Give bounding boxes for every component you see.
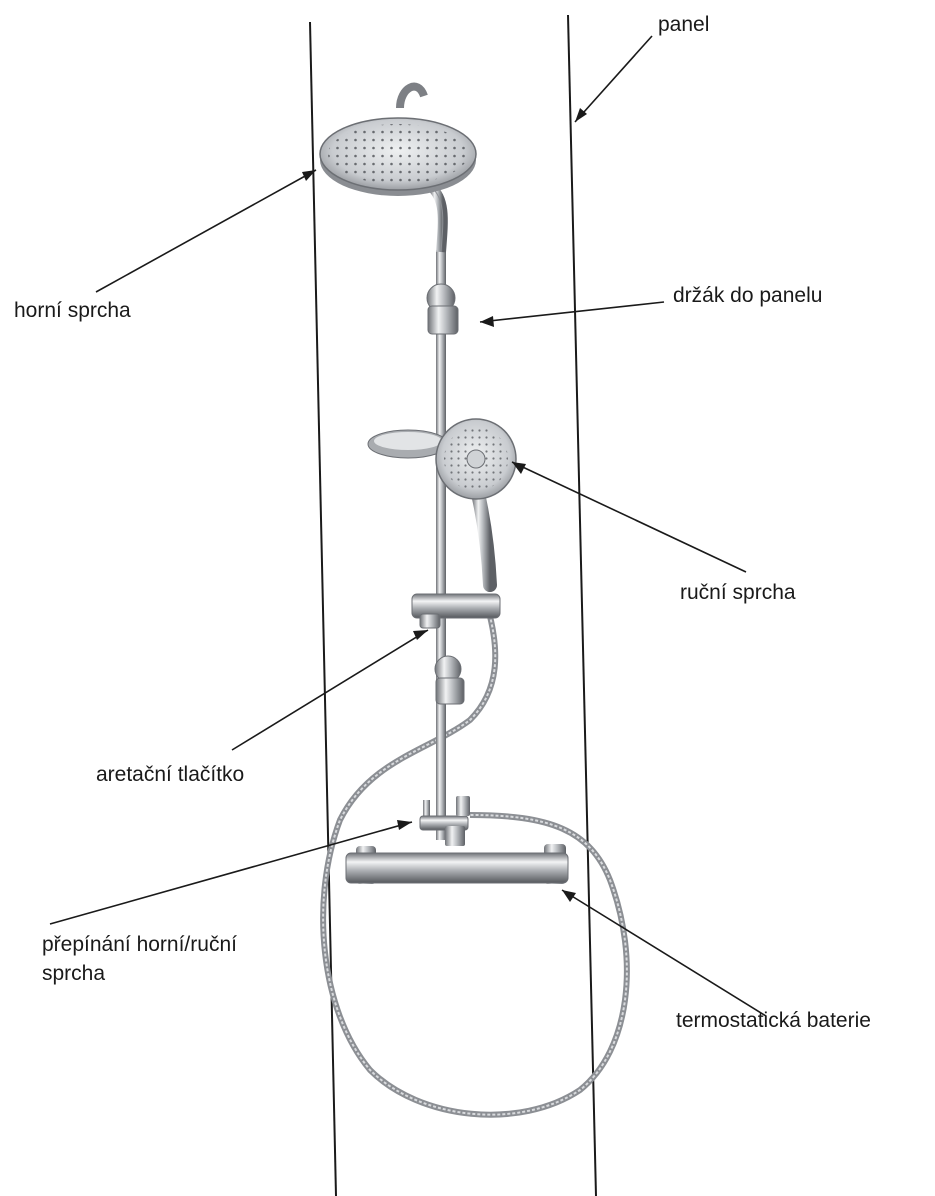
- label-prepinani-line2: sprcha: [42, 959, 237, 988]
- label-rucni-sprcha: ruční sprcha: [680, 578, 796, 607]
- label-prepinani: přepínání horní/ruční sprcha: [42, 930, 237, 988]
- panel-holder: [427, 284, 458, 334]
- label-drzak-do-panelu: držák do panelu: [673, 281, 822, 310]
- panel-edge-left: [310, 22, 336, 1196]
- leader-panel: [575, 36, 652, 122]
- label-horni-sprcha: horní sprcha: [14, 296, 131, 325]
- leader-termostaticka: [562, 890, 766, 1016]
- arrowhead-termostaticka: [562, 890, 576, 902]
- leader-rucni-sprcha: [512, 462, 746, 572]
- head-arm: [400, 87, 424, 108]
- label-aretacni-tlacitko: aretační tlačítko: [96, 760, 244, 789]
- top-shower-head: [320, 118, 476, 196]
- sliding-holder: [412, 594, 500, 628]
- leader-horni-sprcha: [96, 170, 316, 292]
- panel-edge-right: [568, 15, 596, 1196]
- riser-arm: [430, 185, 443, 252]
- label-panel: panel: [658, 10, 709, 39]
- leader-aretacni: [232, 630, 428, 750]
- thermostatic-mixer: [346, 844, 568, 884]
- arrowhead-prepinani: [397, 820, 412, 830]
- riser-pipe: [436, 250, 446, 840]
- label-termostaticka-baterie: termostatická baterie: [676, 1006, 871, 1035]
- hand-shower-head: [436, 419, 516, 499]
- arrowhead-drzak: [480, 316, 494, 327]
- label-prepinani-line1: přepínání horní/ruční: [42, 930, 237, 959]
- lower-holder: [435, 656, 464, 704]
- leader-drzak: [480, 302, 664, 322]
